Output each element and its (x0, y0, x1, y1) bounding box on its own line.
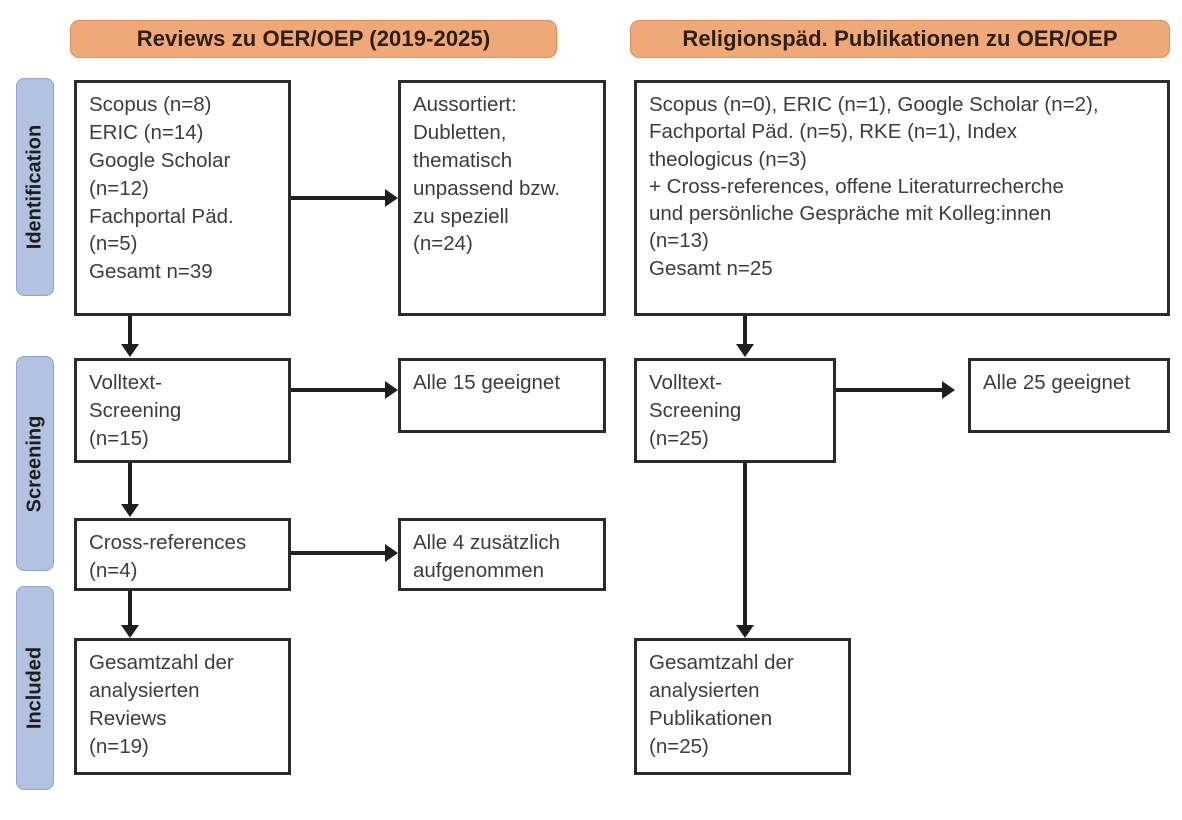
left-included-box: Gesamtzahl der analysierten Reviews (n=1… (74, 638, 291, 775)
connector-right-sources-to-screening (743, 316, 747, 346)
left-crossref-result-box: Alle 4 zusätzlich aufgenommen (398, 518, 606, 591)
right-included-box: Gesamtzahl der analysierten Publikatione… (634, 638, 851, 775)
arrowhead-left-screening-to-result (385, 381, 398, 399)
left-sources-box: Scopus (n=8) ERIC (n=14) Google Scholar … (74, 80, 291, 316)
connector-left-crossref-to-result (291, 551, 385, 555)
left-screening-result-box: Alle 15 geeignet (398, 358, 606, 433)
left-excluded-box: Aussortiert: Dubletten, thematisch unpas… (398, 80, 606, 316)
phase-bar-identification: Identification (16, 78, 54, 296)
right-screening-box: Volltext- Screening (n=25) (634, 358, 836, 463)
arrowhead-left-sources-to-excluded (385, 189, 398, 207)
phase-label-screening: Screening (23, 415, 46, 512)
arrowhead-left-screening-to-crossref (121, 504, 139, 517)
arrowhead-right-sources-to-screening (736, 344, 754, 357)
connector-left-sources-to-screening (128, 316, 132, 346)
connector-left-sources-to-excluded (291, 196, 385, 200)
phase-label-identification: Identification (23, 124, 46, 250)
arrowhead-left-sources-to-screening (121, 344, 139, 357)
left-crossref-box: Cross-references (n=4) (74, 518, 291, 591)
phase-bar-screening: Screening (16, 356, 54, 571)
left-screening-box: Volltext- Screening (n=15) (74, 358, 291, 463)
column-header-religionspaed: Religionspäd. Publikationen zu OER/OEP (630, 20, 1170, 58)
arrowhead-left-crossref-to-result (385, 544, 398, 562)
arrowhead-left-crossref-to-included (121, 625, 139, 638)
connector-left-screening-to-result (291, 388, 385, 392)
connector-left-crossref-to-included (128, 591, 132, 627)
arrowhead-right-screening-to-included (736, 625, 754, 638)
connector-right-screening-to-result (836, 388, 942, 392)
phase-label-included: Included (23, 646, 46, 730)
connector-left-screening-to-crossref (128, 463, 132, 506)
column-header-reviews: Reviews zu OER/OEP (2019-2025) (70, 20, 557, 58)
phase-bar-included: Included (16, 586, 54, 790)
right-sources-box: Scopus (n=0), ERIC (n=1), Google Scholar… (634, 80, 1170, 316)
arrowhead-right-screening-to-result (942, 381, 955, 399)
connector-right-screening-to-included (743, 463, 747, 627)
right-screening-result-box: Alle 25 geeignet (968, 358, 1170, 433)
